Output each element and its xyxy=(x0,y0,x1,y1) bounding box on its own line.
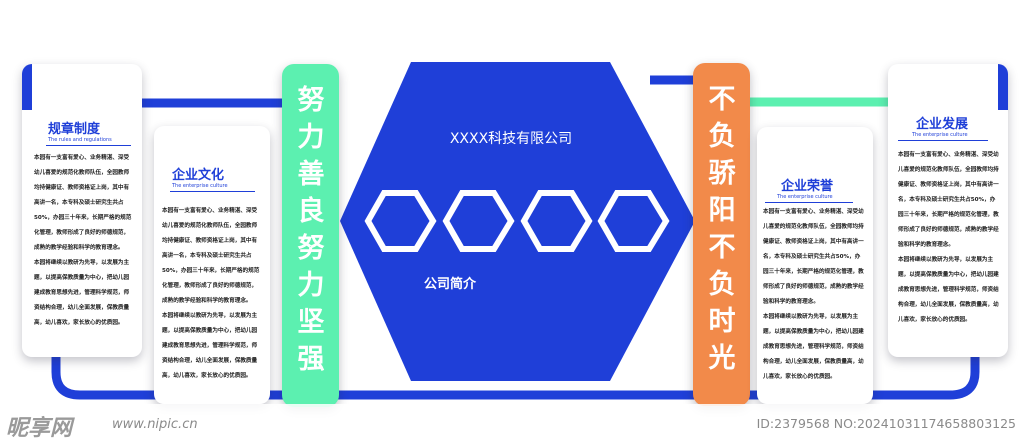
hexagon-frame-3 xyxy=(520,190,593,252)
hexagon-frame-4 xyxy=(597,190,670,252)
panel-body: 本园有一支富有爱心、业务精湛、深受幼儿喜爱的规范化教师队伍，全园教师均持健康证、… xyxy=(898,148,1000,328)
watermark-id: ID:2379568 NO:20241031174658803125 xyxy=(756,416,1016,431)
panel-paragraph: 本园有一支富有爱心、业务精湛、深受幼儿喜爱的规范化教师队伍，全园教师均持健康证、… xyxy=(162,208,260,304)
panel-accent-bar xyxy=(998,64,1008,110)
slogan-pill-right: 不负骄阳 不负时光 xyxy=(693,63,750,406)
panel-title: 企业荣誉 xyxy=(781,179,834,194)
hexagon-shape xyxy=(340,62,695,381)
panel-paragraph: 本园将继续以教研为先导，以发展为主题，以提高保教质量为中心，把幼儿园建成教育思想… xyxy=(34,260,130,326)
slogan-right-text: 不负骄阳 不负时光 xyxy=(708,84,736,374)
company-intro-label: 公司简介 xyxy=(424,277,477,292)
panel-title: 企业发展 xyxy=(916,117,969,132)
panel-title: 规章制度 xyxy=(48,122,101,137)
watermark-band xyxy=(0,404,1024,447)
panel-body: 本园有一支富有爱心、业务精湛、深受幼儿喜爱的规范化教师队伍，全园教师均持健康证、… xyxy=(162,204,262,384)
panel-subtitle: The enterprise culture xyxy=(172,183,228,189)
watermark-logo: 昵享网 xyxy=(6,416,73,441)
watermark-url: www.nipic.cn xyxy=(112,417,198,432)
panel-honor: 企业荣誉 The enterprise culture 本园有一支富有爱心、业务… xyxy=(757,127,873,404)
company-name: XXXX科技有限公司 xyxy=(449,131,573,147)
panel-divider xyxy=(765,202,853,203)
panel-paragraph: 本园将继续以教研为先导，以发展为主题，以提高保教质量为中心，把幼儿园建成教育思想… xyxy=(162,313,258,379)
panel-development: 企业发展 The enterprise culture 本园有一支富有爱心、业务… xyxy=(888,64,1008,357)
panel-culture: 企业文化 The enterprise culture 本园有一支富有爱心、业务… xyxy=(154,126,270,404)
panel-subtitle: The enterprise culture xyxy=(777,194,833,200)
panel-body: 本园有一支富有爱心、业务精湛、深受幼儿喜爱的规范化教师队伍，全园教师均持健康证、… xyxy=(763,205,865,385)
panel-divider xyxy=(898,140,988,141)
panel-title: 企业文化 xyxy=(172,168,225,183)
slogan-pill-left: 努力善良 努力坚强 xyxy=(282,64,339,407)
panel-paragraph: 本园有一支富有爱心、业务精湛、深受幼儿喜爱的规范化教师队伍，全园教师均持健康证、… xyxy=(34,155,132,251)
panel-paragraph: 本园将继续以教研为先导，以发展为主题，以提高保教质量为中心，把幼儿园建成教育思想… xyxy=(898,257,999,323)
panel-paragraph: 本园有一支富有爱心、业务精湛、深受幼儿喜爱的规范化教师队伍，全园教师均持健康证、… xyxy=(763,209,864,305)
panel-subtitle: The enterprise culture xyxy=(912,132,968,138)
panel-accent-bar xyxy=(22,64,32,110)
panel-rules: 规章制度 The rules and regulations 本园有一支富有爱心… xyxy=(22,64,142,357)
panel-divider xyxy=(46,145,131,146)
panel-subtitle: The rules and regulations xyxy=(48,137,112,143)
hexagon-frame-2 xyxy=(442,190,515,252)
blue-frame-bottom xyxy=(51,356,980,400)
hexagon-frame-1 xyxy=(364,190,437,252)
panel-body: 本园有一支富有爱心、业务精湛、深受幼儿喜爱的规范化教师队伍，全园教师均持健康证、… xyxy=(34,151,134,331)
panel-paragraph: 本园有一支富有爱心、业务精湛、深受幼儿喜爱的规范化教师队伍，全园教师均持健康证、… xyxy=(898,152,999,248)
slogan-left-text: 努力善良 努力坚强 xyxy=(297,85,325,375)
panel-divider xyxy=(170,191,255,192)
panel-paragraph: 本园将继续以教研为先导，以发展为主题，以提高保教质量为中心，把幼儿园建成教育思想… xyxy=(763,314,864,380)
